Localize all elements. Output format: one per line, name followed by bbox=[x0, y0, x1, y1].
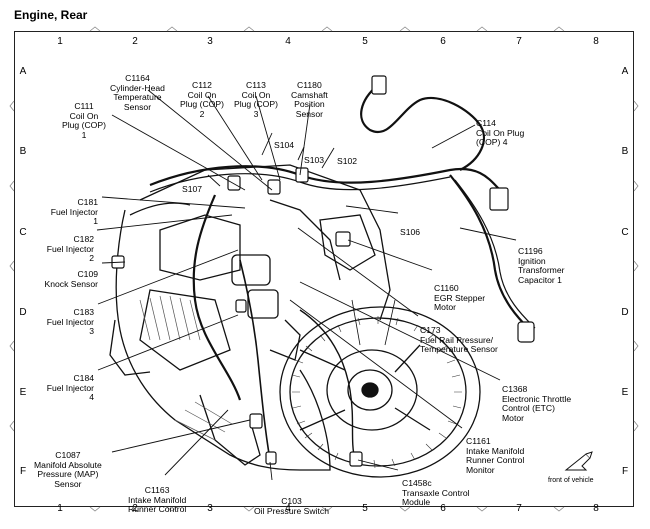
grid-col-bottom: 7 bbox=[516, 503, 522, 514]
front-of-vehicle-arrow bbox=[564, 451, 593, 471]
grid-row-right: F bbox=[621, 466, 629, 477]
page-title: Engine, Rear bbox=[14, 8, 88, 22]
grid-row-right: D bbox=[621, 307, 629, 318]
callout-s103: S103 bbox=[304, 155, 325, 166]
connectors bbox=[111, 75, 535, 467]
grid-col-bottom: 5 bbox=[362, 503, 368, 514]
grid-row-right: A bbox=[621, 66, 629, 77]
grid-row-left: D bbox=[19, 307, 27, 318]
grid-row-left: E bbox=[19, 387, 27, 398]
grid-row-left: B bbox=[19, 146, 27, 157]
callout-s106: S106 bbox=[400, 227, 421, 238]
grid-col-bottom: 4 bbox=[285, 503, 291, 514]
grid-col-top: 4 bbox=[285, 36, 291, 47]
grid-col-bottom: 3 bbox=[207, 503, 213, 514]
grid-col-top: 7 bbox=[516, 36, 522, 47]
grid-col-bottom: 8 bbox=[593, 503, 599, 514]
grid-row-left: F bbox=[19, 466, 27, 477]
callout-s102: S102 bbox=[337, 156, 358, 167]
grid-edge-marks bbox=[9, 26, 639, 512]
grid-col-bottom: 2 bbox=[132, 503, 138, 514]
grid-row-right: B bbox=[621, 146, 629, 157]
callout-s104: S104 bbox=[274, 140, 295, 151]
grid-col-top: 5 bbox=[362, 36, 368, 47]
grid-row-right: E bbox=[621, 387, 629, 398]
grid-col-top: 1 bbox=[57, 36, 63, 47]
callout-s107: S107 bbox=[182, 184, 203, 195]
grid-row-left: C bbox=[19, 227, 27, 238]
grid-col-top: 8 bbox=[593, 36, 599, 47]
grid-col-bottom: 6 bbox=[440, 503, 446, 514]
heat-shield bbox=[139, 295, 233, 441]
grid-col-top: 3 bbox=[207, 36, 213, 47]
front-of-vehicle-label: front of vehicle bbox=[548, 477, 594, 484]
grid-col-top: 2 bbox=[132, 36, 138, 47]
grid-col-top: 6 bbox=[440, 36, 446, 47]
flywheel bbox=[279, 299, 481, 478]
leader-lines bbox=[96, 89, 517, 481]
grid-row-left: A bbox=[19, 66, 27, 77]
diagram-frame bbox=[14, 31, 634, 507]
grid-row-right: C bbox=[621, 227, 629, 238]
grid-col-bottom: 1 bbox=[57, 503, 63, 514]
